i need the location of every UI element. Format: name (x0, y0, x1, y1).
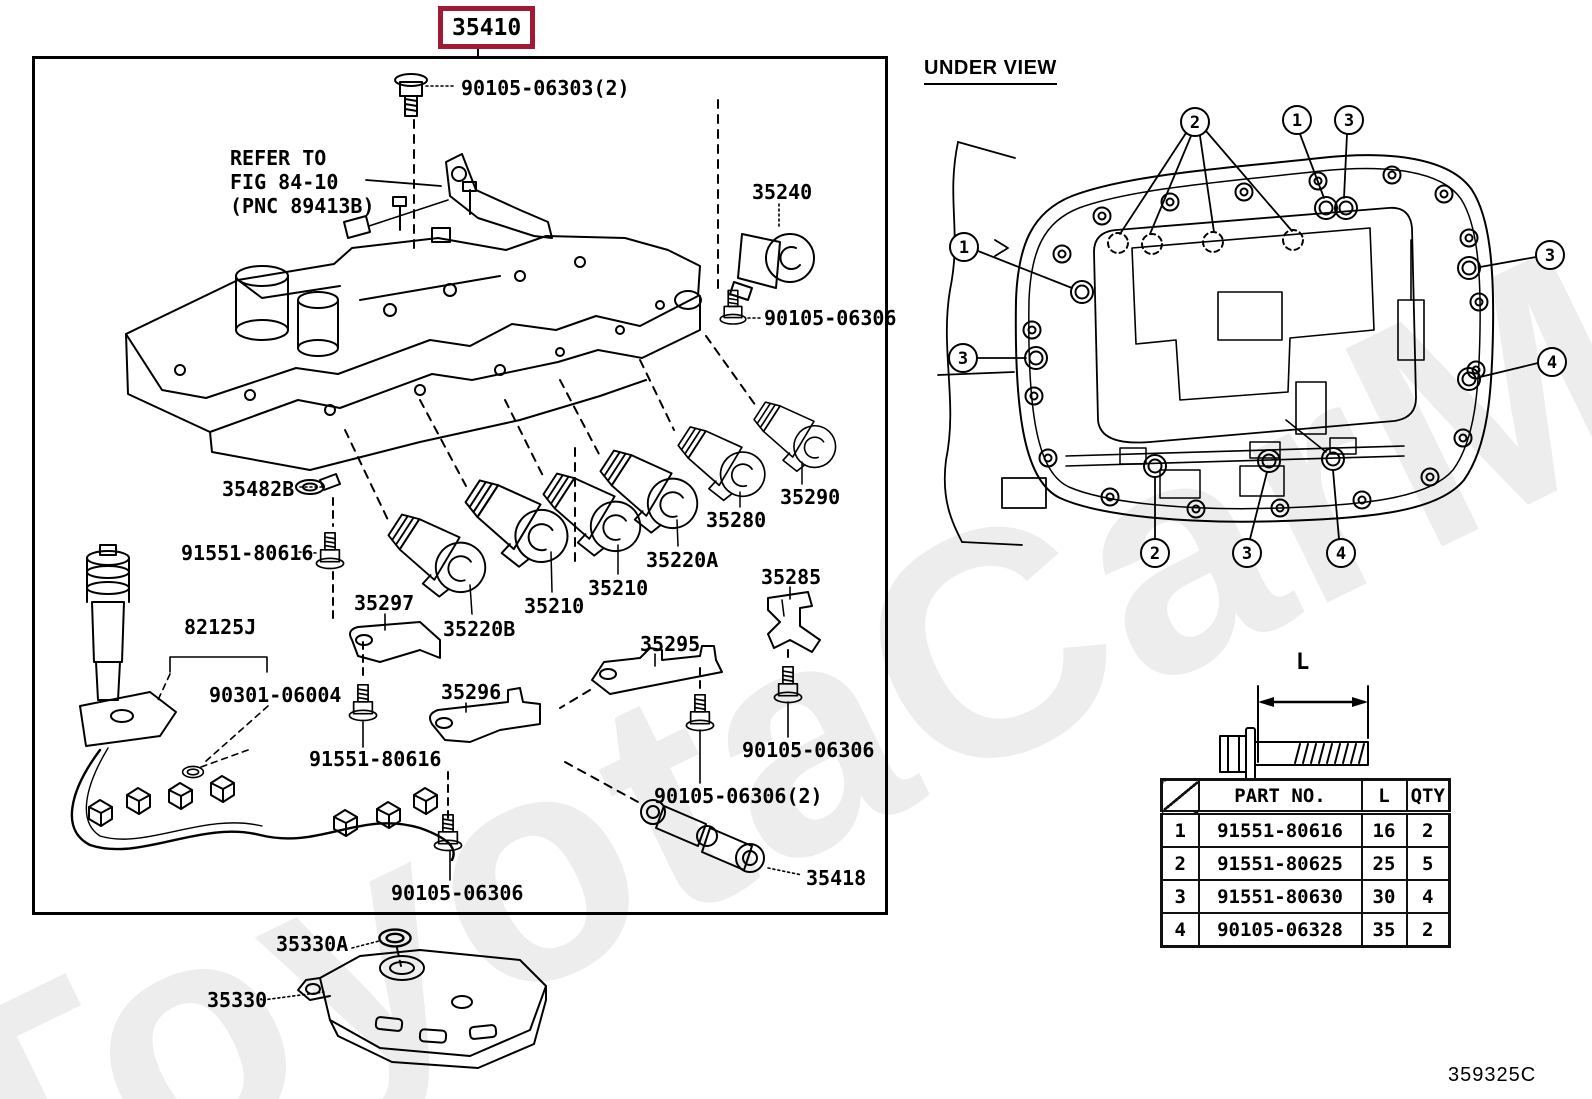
refer-note: REFER TO FIG 84-10 (PNC 89413B) (230, 146, 375, 218)
cell-qty: 2 (1405, 811, 1451, 848)
part-label-35296[interactable]: 35296 (441, 680, 502, 704)
svg-text:4: 4 (1336, 544, 1346, 564)
under-view-callouts: 2 1 3 1 3 3 4 2 3 4 (948, 105, 1567, 568)
callout[interactable]: 2 (1180, 107, 1210, 137)
part-label-35220a[interactable]: 35220A (646, 548, 719, 572)
refer-note-line1: REFER TO (230, 146, 327, 170)
part-label-90105-06306-pair[interactable]: 90105-06306(2) (654, 784, 823, 808)
cell-l: 16 (1360, 811, 1408, 848)
part-label-35220b[interactable]: 35220B (443, 617, 516, 641)
bracket-and-screw-art (295, 473, 821, 881)
cell-l: 30 (1360, 879, 1408, 914)
selected-part-code[interactable]: 35410 (438, 6, 536, 49)
callout[interactable]: 3 (1232, 538, 1262, 568)
part-label-35482b[interactable]: 35482B (222, 477, 295, 501)
cell-ref: 1 (1160, 811, 1200, 848)
cell-ref: 4 (1160, 912, 1200, 948)
bolt-table-header: PART NO. L QTY (1160, 778, 1451, 815)
svg-text:1: 1 (1292, 111, 1302, 131)
solenoid-group-art (344, 99, 845, 615)
strainer-art (262, 928, 547, 1069)
svg-text:4: 4 (1547, 353, 1557, 373)
cell-ref: 3 (1160, 879, 1200, 914)
oil-tube-35418-art (564, 761, 803, 876)
refer-note-line2: FIG 84-10 (230, 170, 339, 194)
part-label-35290[interactable]: 35290 (780, 485, 841, 509)
callout[interactable]: 4 (1326, 538, 1356, 568)
bolt-dimension-art (1219, 685, 1369, 781)
exploded-view-frame (32, 56, 888, 915)
callout[interactable]: 3 (948, 343, 978, 373)
figure-code: 359325C (1448, 1064, 1537, 1086)
col-l: L (1360, 778, 1408, 815)
cell-l: 35 (1360, 912, 1408, 948)
callout[interactable]: 3 (1535, 240, 1565, 270)
part-label-35240[interactable]: 35240 (752, 180, 813, 204)
cell-ref: 2 (1160, 846, 1200, 881)
cell-part[interactable]: 91551-80616 (1197, 811, 1363, 848)
cell-l: 25 (1360, 846, 1408, 881)
part-label-82125j[interactable]: 82125J (184, 615, 257, 639)
part-label-35210-a[interactable]: 35210 (588, 576, 649, 600)
cell-part[interactable]: 91551-80630 (1197, 879, 1363, 914)
col-part-no: PART NO. (1197, 778, 1363, 815)
svg-text:1: 1 (959, 238, 969, 258)
svg-text:3: 3 (958, 349, 968, 369)
part-label-35330a[interactable]: 35330A (276, 932, 349, 956)
harness-art (70, 544, 455, 862)
cell-qty: 2 (1405, 912, 1451, 948)
part-label-35280[interactable]: 35280 (706, 508, 767, 532)
part-label-90105-06306-c[interactable]: 90105-06306 (391, 881, 524, 905)
bolt-table-row[interactable]: 2 91551-80625 25 5 (1160, 846, 1451, 881)
part-label-91551-mid[interactable]: 91551-80616 (309, 747, 442, 771)
part-label-35418[interactable]: 35418 (806, 866, 867, 890)
part-label-90105-06306-b[interactable]: 90105-06306 (742, 738, 875, 762)
under-view-pan-art (937, 130, 1539, 546)
col-qty: QTY (1405, 778, 1451, 815)
bolt-table: PART NO. L QTY 1 91551-80616 16 2 2 9155… (1160, 778, 1451, 948)
callout[interactable]: 2 (1140, 538, 1170, 568)
svg-text:3: 3 (1242, 544, 1252, 564)
svg-text:2: 2 (1150, 544, 1160, 564)
cell-part[interactable]: 91551-80625 (1197, 846, 1363, 881)
part-label-35295[interactable]: 35295 (640, 632, 701, 656)
callout[interactable]: 1 (1282, 105, 1312, 135)
part-label-35330[interactable]: 35330 (207, 988, 268, 1012)
part-label-90105-06306-a[interactable]: 90105-06306 (764, 306, 897, 330)
cell-qty: 5 (1405, 846, 1451, 881)
bolt-table-row[interactable]: 1 91551-80616 16 2 (1160, 811, 1451, 848)
part-label-90301-06004[interactable]: 90301-06004 (209, 683, 342, 707)
under-view-title: UNDER VIEW (924, 57, 1057, 85)
bolt-table-row[interactable]: 4 90105-06328 35 2 (1160, 912, 1451, 948)
part-label-35297[interactable]: 35297 (354, 591, 415, 615)
callout[interactable]: 3 (1334, 105, 1364, 135)
cell-part[interactable]: 90105-06328 (1197, 912, 1363, 948)
svg-text:3: 3 (1344, 111, 1354, 131)
part-label-91551-left[interactable]: 91551-80616 (181, 541, 314, 565)
part-label-90105-06303[interactable]: 90105-06303(2) (461, 76, 630, 100)
callout[interactable]: 4 (1537, 347, 1567, 377)
bolt-table-corner-cell (1160, 778, 1200, 815)
valve-body-art (125, 73, 702, 471)
part-label-35285[interactable]: 35285 (761, 565, 822, 589)
svg-text:3: 3 (1545, 246, 1555, 266)
refer-note-line3: (PNC 89413B) (230, 194, 375, 218)
dimension-label-L: L (1296, 650, 1310, 675)
part-label-35210-b[interactable]: 35210 (524, 594, 585, 618)
bolt-table-row[interactable]: 3 91551-80630 30 4 (1160, 879, 1451, 914)
svg-text:2: 2 (1190, 113, 1200, 133)
callout[interactable]: 1 (949, 232, 979, 262)
cell-qty: 4 (1405, 879, 1451, 914)
